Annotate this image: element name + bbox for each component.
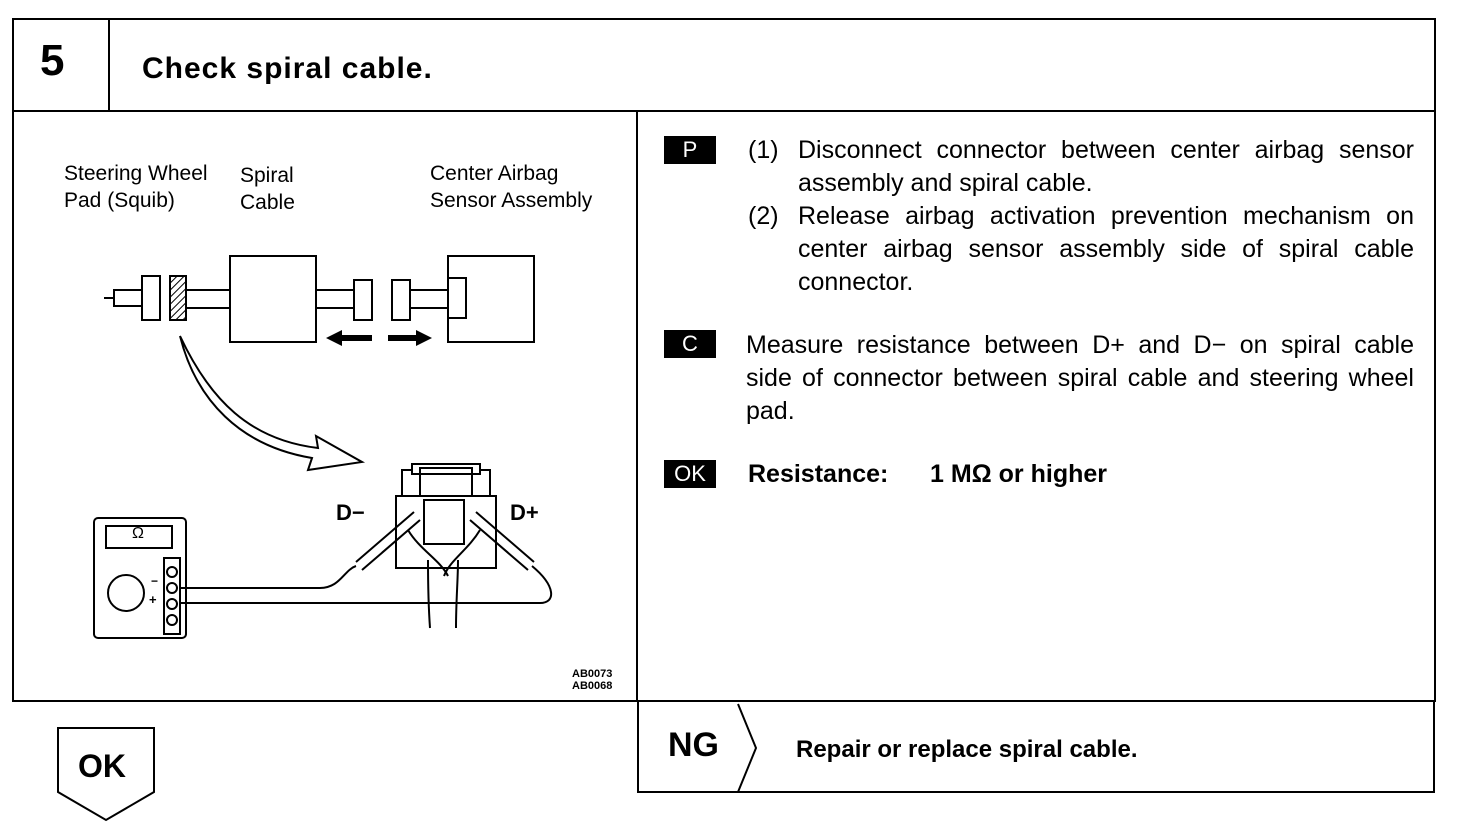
tag-ok: OK bbox=[664, 460, 716, 488]
step-frame bbox=[12, 18, 1436, 702]
meter-ohm-symbol: Ω bbox=[132, 525, 144, 542]
step-number-box bbox=[12, 18, 110, 110]
ng-action: Repair or replace spiral cable. bbox=[796, 736, 1138, 763]
header-divider bbox=[12, 110, 1436, 112]
resistance-value: 1 MΩ or higher bbox=[930, 460, 1108, 488]
tag-check: C bbox=[664, 330, 716, 358]
column-divider bbox=[636, 112, 638, 700]
figure-codes: AB0073 AB0068 bbox=[572, 668, 613, 692]
procedure-list: (1) Disconnect connector between center … bbox=[748, 134, 1414, 299]
resistance-label: Resistance: bbox=[748, 460, 889, 488]
procedure-item: (1) Disconnect connector between center … bbox=[748, 136, 1414, 197]
label-steering-pad: Steering Wheel Pad (Squib) bbox=[64, 162, 208, 212]
ok-label: OK bbox=[78, 748, 126, 784]
meter-minus-sign: − bbox=[151, 574, 159, 588]
label-d-plus: D+ bbox=[510, 500, 539, 525]
procedure-item: (2) Release airbag activation prevention… bbox=[748, 202, 1414, 296]
meter-plus-sign: + bbox=[149, 592, 157, 607]
tag-prepare: P bbox=[664, 136, 716, 164]
ng-label: NG bbox=[668, 726, 719, 764]
check-instruction: Measure resistance between D+ and D− on … bbox=[746, 331, 1414, 425]
label-d-minus: D− bbox=[336, 500, 365, 525]
step-title: Check spiral cable. bbox=[142, 52, 433, 85]
spiral-cable-diagram bbox=[93, 255, 553, 639]
label-spiral-cable: Spiral Cable bbox=[240, 164, 295, 214]
label-center-sensor: Center Airbag Sensor Assembly bbox=[430, 162, 593, 212]
step-number: 5 bbox=[40, 36, 65, 85]
